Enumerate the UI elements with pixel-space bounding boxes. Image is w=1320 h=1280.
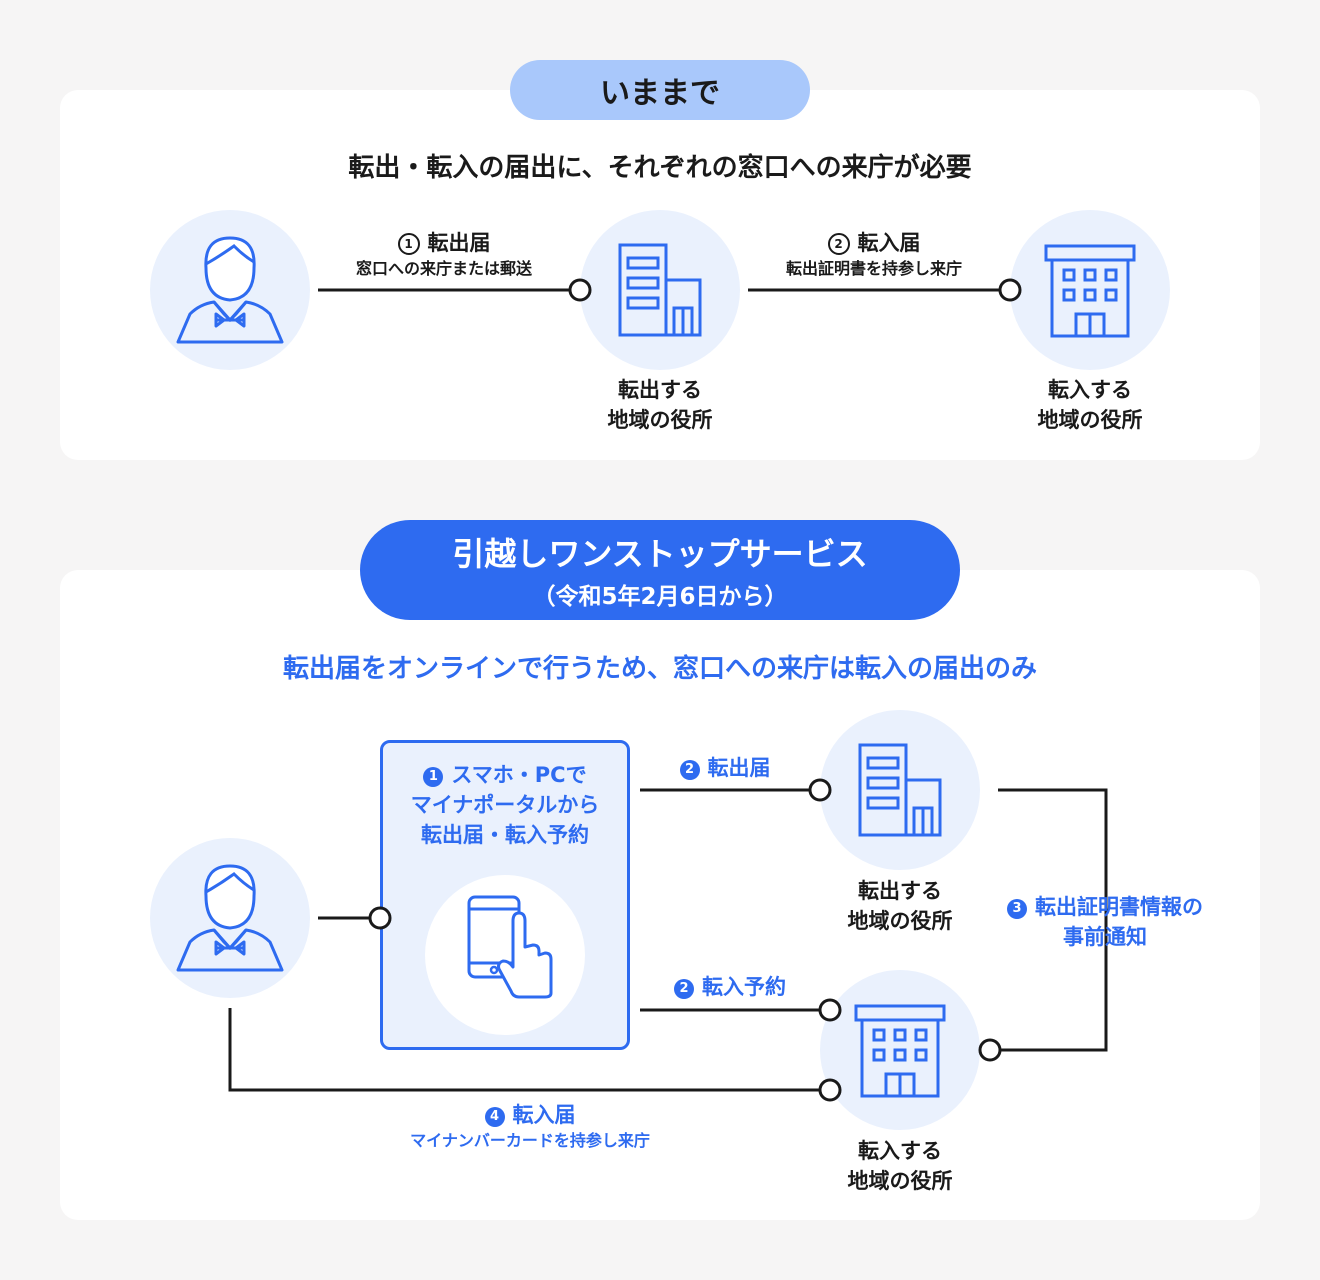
step1-title: 転出届 xyxy=(427,231,491,255)
after-office-in-line2: 地域の役所 xyxy=(847,1169,953,1193)
box-line3: 転出届・転入予約 xyxy=(421,823,589,847)
step1-note: 窓口への来庁または郵送 xyxy=(355,259,532,278)
step3-line2: 事前通知 xyxy=(1063,925,1147,949)
office-out-line1: 転出する xyxy=(618,378,702,402)
step2b-label: 2 転入予約 xyxy=(640,972,820,1002)
office-out-circle xyxy=(580,210,740,370)
box-line2: マイナポータルから xyxy=(410,793,600,817)
connector-node xyxy=(568,278,592,302)
step3-label: 3 転出証明書情報の 事前通知 xyxy=(975,892,1235,952)
step3-line1: 転出証明書情報の xyxy=(1035,895,1203,919)
step2-label: 2 転入届 転出証明書を持参し来庁 xyxy=(748,228,1000,280)
after-badge: 引越しワンストップサービス （令和5年2月6日から） xyxy=(360,520,960,620)
step2a-title: 転出届 xyxy=(707,756,771,780)
box-label: 1 スマホ・PCで マイナポータルから 転出届・転入予約 xyxy=(380,760,630,850)
step2-note: 転出証明書を持参し来庁 xyxy=(785,259,962,278)
step4-title: 転入届 xyxy=(512,1103,576,1127)
connector-line xyxy=(228,1008,820,1092)
office-out-circle xyxy=(820,710,980,870)
step2b-number: 2 xyxy=(674,979,694,999)
after-office-out-label: 転出する 地域の役所 xyxy=(800,876,1000,936)
before-heading: 転出・転入の届出に、それぞれの窓口への来庁が必要 xyxy=(348,153,972,183)
step2a-number: 2 xyxy=(679,760,700,780)
before-badge: いままで xyxy=(510,60,810,120)
step3-number: 3 xyxy=(1007,899,1027,919)
step4-note: マイナンバーカードを持参し来庁 xyxy=(410,1131,650,1150)
before-badge-label: いままで xyxy=(600,76,720,111)
step2-number: 2 xyxy=(827,233,850,255)
step4-label: 4 転入届 マイナンバーカードを持参し来庁 xyxy=(360,1100,700,1152)
after-office-in-label: 転入する 地域の役所 xyxy=(800,1136,1000,1196)
connector-node xyxy=(808,778,832,802)
office-in-line2: 地域の役所 xyxy=(1037,408,1143,432)
step1-number: 1 xyxy=(397,233,420,255)
box-line1: スマホ・PCで xyxy=(451,763,587,787)
office-in-line1: 転入する xyxy=(1048,378,1132,402)
connector-node xyxy=(818,1078,842,1102)
box-number: 1 xyxy=(423,767,444,787)
after-office-in-line1: 転入する xyxy=(858,1139,942,1163)
connector-node xyxy=(998,278,1022,302)
after-badge-subtitle: （令和5年2月6日から） xyxy=(532,584,788,610)
office-out-line2: 地域の役所 xyxy=(607,408,713,432)
step2b-title: 転入予約 xyxy=(702,975,786,999)
office-out-label: 転出する 地域の役所 xyxy=(560,375,760,435)
step2-title: 転入届 xyxy=(857,231,921,255)
connector-node xyxy=(818,998,842,1022)
step2a-label: 2 転出届 xyxy=(640,753,810,783)
step4-number: 4 xyxy=(484,1107,505,1127)
connector-line xyxy=(998,788,1108,1052)
after-office-out-line1: 転出する xyxy=(858,879,942,903)
office-in-label: 転入する 地域の役所 xyxy=(990,375,1190,435)
step1-label: 1 転出届 窓口への来庁または郵送 xyxy=(318,228,570,280)
after-badge-title: 引越しワンストップサービス xyxy=(452,535,868,573)
after-office-out-line2: 地域の役所 xyxy=(847,909,953,933)
after-heading: 転出届をオンラインで行うため、窓口への来庁は転入の届出のみ xyxy=(282,654,1037,684)
